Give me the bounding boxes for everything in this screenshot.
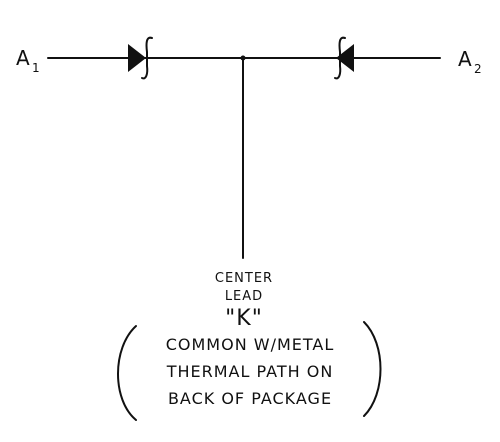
diode-right-triangle [336, 44, 354, 72]
diode-left-triangle [128, 44, 146, 72]
terminal-a2-label: A 2 [458, 47, 483, 76]
center-lead-line1: CENTER [215, 271, 273, 286]
terminal-a2-main: A [458, 47, 473, 71]
terminal-a1-main: A [16, 46, 31, 70]
terminal-a2-sub: 2 [474, 62, 483, 76]
note-left-paren [117, 325, 137, 421]
terminal-a1-sub: 1 [32, 61, 41, 75]
note-right-paren [363, 321, 382, 417]
note-line2: THERMAL PATH ON [166, 362, 334, 381]
note-line1: COMMON W/METAL [166, 335, 335, 354]
note-block: COMMON W/METAL THERMAL PATH ON BACK OF P… [166, 335, 335, 408]
center-lead-line2: LEAD [225, 289, 263, 304]
center-lead-line3: "K" [225, 306, 263, 331]
diode-left-cathode-bar [141, 36, 153, 80]
center-lead-label: CENTER LEAD "K" [215, 271, 273, 331]
diode-right-cathode-bar [334, 36, 346, 80]
note-line3: BACK OF PACKAGE [168, 389, 332, 408]
diode-left [128, 36, 153, 80]
terminal-a1-label: A 1 [16, 46, 41, 75]
diode-right [334, 36, 354, 80]
